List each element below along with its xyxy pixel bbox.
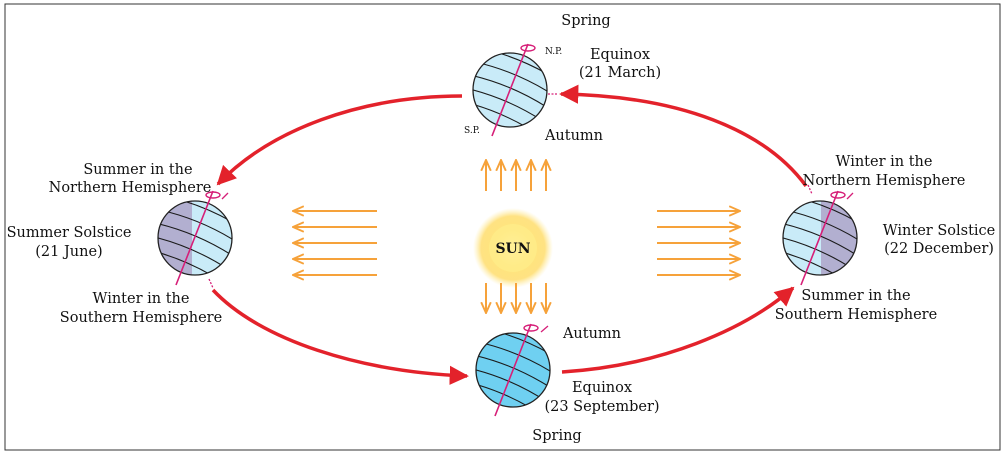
rotation-tick (540, 325, 549, 333)
sun-label: SUN (495, 241, 530, 257)
frame-border (4, 3, 1001, 451)
orbit-arrow-top-to-left (216, 94, 463, 186)
earth-axis (175, 190, 214, 286)
orbit-contact-mark (807, 184, 813, 195)
equinox-title-top: Equinox (590, 47, 650, 63)
earth-march-equinox: N.P. S.P. (464, 43, 562, 137)
earth-june-solstice (157, 190, 233, 289)
rotation-icon (205, 191, 221, 199)
hemisphere-label-left-top-2: Northern Hemisphere (49, 180, 212, 196)
orbit-path (211, 84, 808, 385)
orbit-contact-mark (208, 278, 214, 289)
earth-axis (491, 43, 529, 137)
rotation-tick (221, 192, 229, 200)
hemisphere-label-right-bottom-2: Southern Hemisphere (775, 307, 937, 323)
rays-down (486, 283, 546, 313)
labels-december-solstice: Winter in the Northern Hemisphere Winter… (775, 154, 995, 323)
rotation-icon (520, 44, 536, 52)
globe-night-side (158, 201, 192, 275)
hemisphere-label-right-top-2: Northern Hemisphere (803, 173, 966, 189)
season-label-bottom-spring: Spring (532, 428, 581, 444)
equinox-date-bottom: (23 September) (544, 399, 659, 415)
hemisphere-label-left-bottom-1: Winter in the (93, 291, 190, 307)
hemisphere-label-right-bottom-1: Summer in the (801, 288, 910, 304)
labels-march-equinox: Spring Equinox (21 March) Autumn (544, 13, 661, 144)
sun-disc (489, 224, 537, 272)
season-label-top-autumn: Autumn (544, 128, 603, 144)
solstice-title-left: Summer Solstice (7, 225, 132, 241)
earth-axis (800, 190, 839, 286)
sun-rays (293, 160, 740, 313)
equinox-date-top: (21 March) (579, 65, 661, 81)
sun: SUN (473, 208, 553, 288)
orbit-arrow-right-to-top (559, 84, 808, 188)
solstice-date-left: (21 June) (35, 244, 102, 260)
solstice-title-right: Winter Solstice (883, 223, 995, 239)
rays-up (486, 160, 546, 191)
rotation-tick (846, 192, 854, 200)
orbit-arrow-bottom-to-right (561, 286, 795, 374)
earth-september-equinox (475, 323, 551, 417)
rotation-icon (830, 191, 846, 199)
labels-june-solstice: Summer in the Northern Hemisphere Summer… (7, 162, 223, 326)
labels-september-equinox: Autumn Equinox (23 September) Spring (532, 326, 659, 444)
earth-axis (494, 323, 532, 417)
rays-left (293, 211, 377, 275)
hemisphere-label-left-bottom-2: Southern Hemisphere (60, 310, 222, 326)
rays-right (657, 211, 740, 275)
season-label-top-spring: Spring (561, 13, 610, 29)
hemisphere-label-left-top-1: Summer in the (83, 162, 192, 178)
season-label-bottom-autumn: Autumn (562, 326, 621, 342)
north-pole-label: N.P. (545, 47, 562, 57)
equinox-title-bottom: Equinox (572, 380, 632, 396)
orbit-arrow-left-to-bottom (211, 288, 469, 385)
south-pole-label: S.P. (464, 126, 480, 136)
rotation-icon (523, 324, 539, 332)
solstice-date-right: (22 December) (884, 241, 994, 257)
earth-december-solstice (782, 184, 858, 286)
hemisphere-label-right-top-1: Winter in the (836, 154, 933, 170)
